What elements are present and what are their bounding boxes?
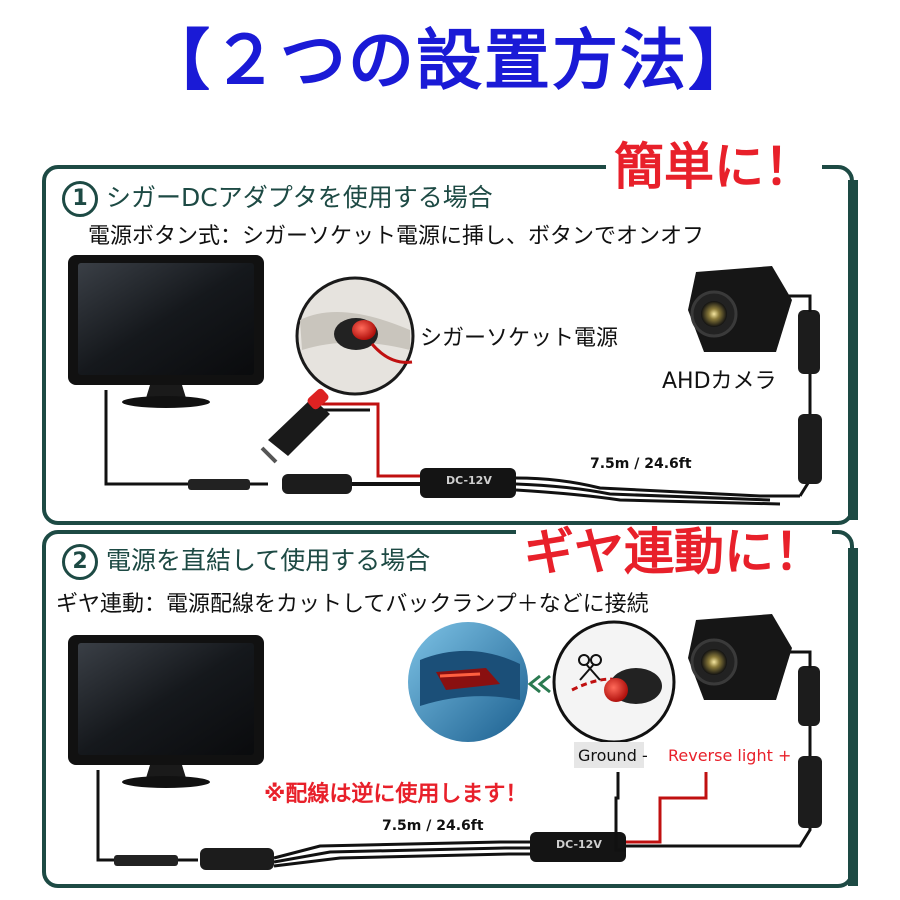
panel1-accent <box>848 180 858 520</box>
wiring-warning: ※配線は逆に使用します！ <box>264 782 528 807</box>
monitor-icon-2 <box>68 635 264 788</box>
ground-label: Ground - <box>578 746 648 765</box>
dc-converter-box-2 <box>530 832 626 862</box>
monitor-icon <box>68 255 264 408</box>
method1-heading: 1 シガーDCアダプタを使用する場合 <box>62 178 493 217</box>
arrow-icon <box>527 674 551 694</box>
method1-subheading: 電源ボタン式：シガーソケット電源に挿し、ボタンでオンオフ <box>88 224 705 249</box>
cable-length-2: 7.5m / 24.6ft <box>382 818 484 834</box>
page-title: 【２つの設置方法】 <box>144 22 756 99</box>
method2-heading: 2 電源を直結して使用する場合 <box>62 541 430 580</box>
method2-number: 2 <box>62 544 98 580</box>
method1-heading-text: シガーDCアダプタを使用する場合 <box>106 183 493 212</box>
method1-number: 1 <box>62 181 98 217</box>
scissors-icon <box>552 620 676 744</box>
car-taillight-icon <box>408 622 528 742</box>
cable-length-1: 7.5m / 24.6ft <box>590 456 692 472</box>
method2-badge: ギヤ連動に！ <box>516 525 832 580</box>
method1-badge: 簡単に！ <box>606 140 822 195</box>
camera-icon-2 <box>688 614 792 700</box>
camera-icon <box>688 266 792 352</box>
panel2-accent <box>848 548 858 886</box>
dc-box-label-2: DC-12V <box>556 838 602 851</box>
dc-box-label-1: DC-12V <box>446 474 492 487</box>
socket-label: シガーソケット電源 <box>420 326 619 351</box>
cigarette-socket-photo <box>295 276 415 396</box>
camera-label: AHDカメラ <box>662 369 777 394</box>
cigarette-plug-icon <box>260 388 330 464</box>
method2-heading-text: 電源を直結して使用する場合 <box>106 546 431 575</box>
dc-converter-box <box>420 468 516 498</box>
reverse-light-label: Reverse light + <box>668 746 792 765</box>
method2-subheading: ギヤ連動：電源配線をカットしてバックランプ＋などに接続 <box>56 592 649 617</box>
